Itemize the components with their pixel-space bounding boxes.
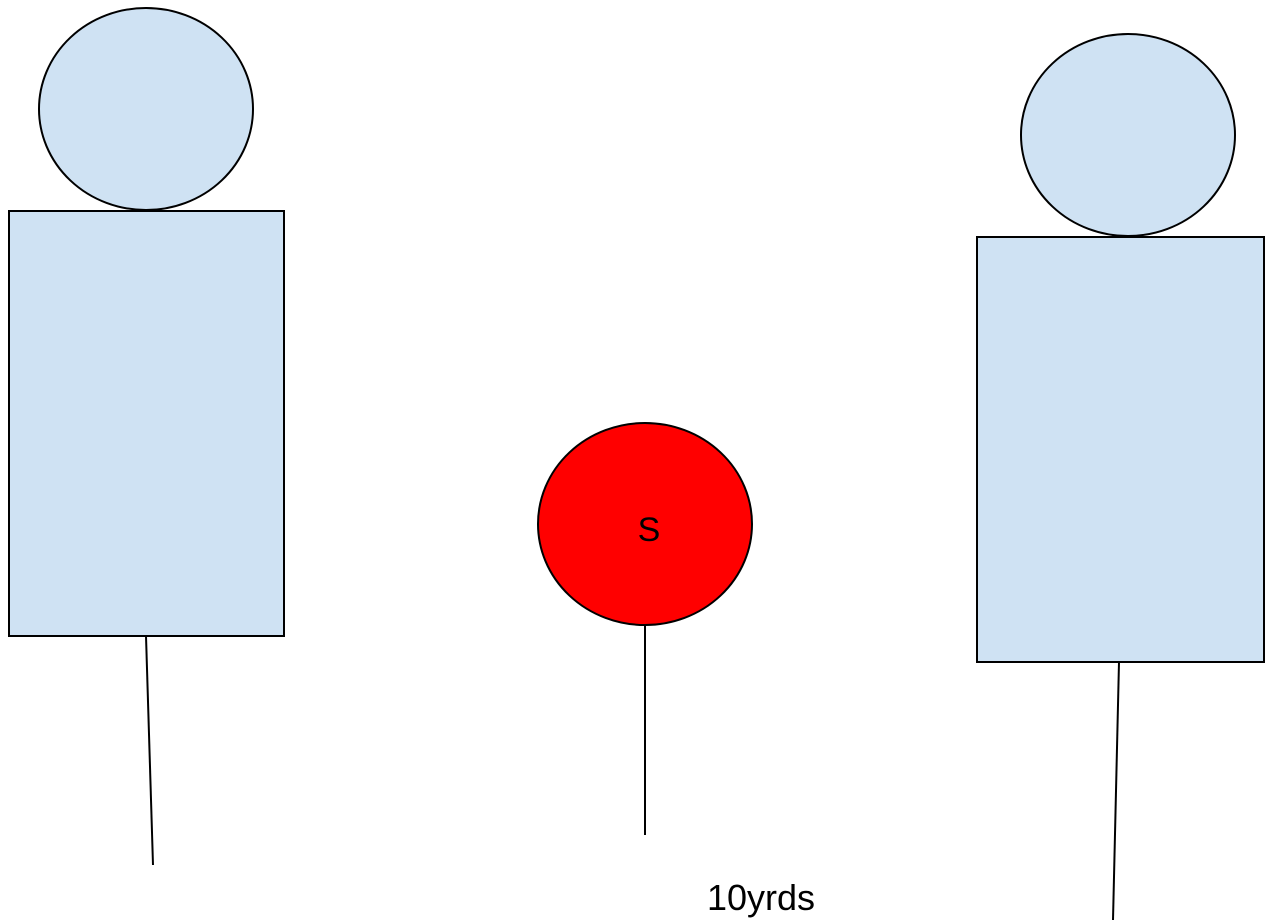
center-marker: S [537, 422, 753, 835]
right-figure-line [1112, 661, 1120, 920]
left-figure-head [38, 7, 254, 211]
left-figure-line [145, 635, 154, 866]
distance-label: 10yrds [707, 877, 815, 918]
left-figure [8, 7, 285, 866]
right-figure-body [976, 236, 1265, 663]
right-figure-head [1020, 33, 1236, 237]
left-figure-body [8, 210, 285, 637]
center-marker-label: S [638, 511, 661, 549]
right-figure [976, 33, 1265, 920]
